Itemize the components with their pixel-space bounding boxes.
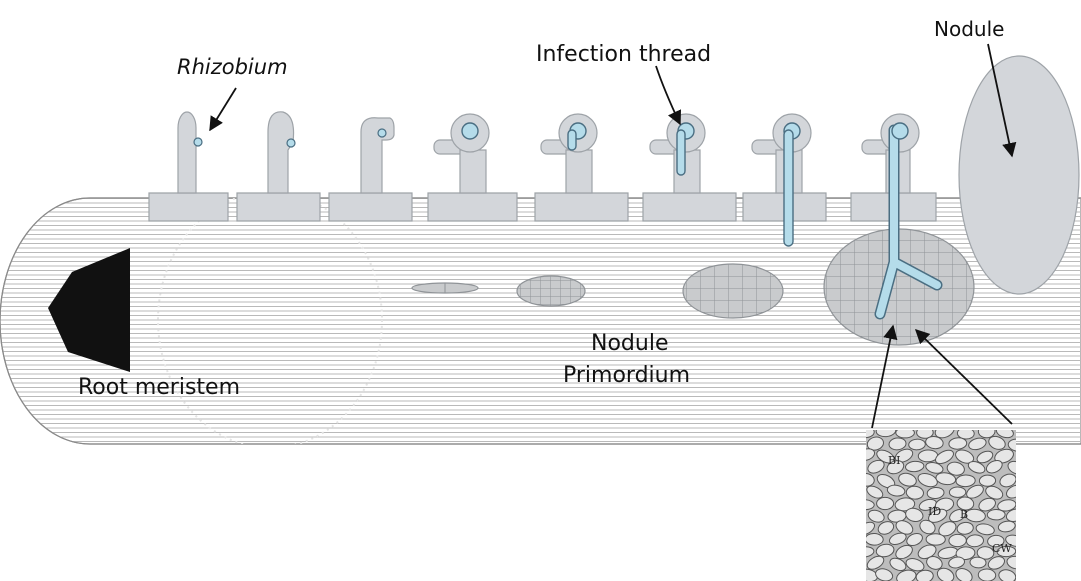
- micrograph-cell: [987, 509, 1005, 520]
- micrograph-cell: [908, 439, 925, 450]
- root-hair-4: [428, 114, 517, 221]
- label-rhizobium: Rhizobium: [177, 55, 288, 79]
- root-hair-2: [237, 112, 320, 221]
- nodule-shape: [959, 56, 1079, 294]
- arrow-infection-thread: [656, 66, 680, 124]
- micrograph-label-cw: CW: [992, 542, 1012, 555]
- micrograph-cell: [979, 475, 996, 487]
- micrograph-label-bi: BI: [888, 454, 900, 467]
- label-nodule-primordium-line1: Nodule: [591, 331, 668, 356]
- arrow-rhizobium: [210, 88, 236, 130]
- root-hair-6: [643, 114, 736, 221]
- micrograph-cell: [949, 487, 966, 498]
- root-hair-1: [149, 112, 228, 221]
- micrograph-cell: [949, 534, 967, 547]
- label-root-meristem: Root meristem: [78, 375, 240, 400]
- micrograph-cell: [865, 533, 883, 545]
- micrograph-cell: [926, 534, 945, 546]
- micrograph-inset: BI ID B CW: [854, 421, 1028, 581]
- label-infection-thread: Infection thread: [536, 42, 711, 67]
- micrograph-label-id: ID: [928, 505, 941, 518]
- label-nodule: Nodule: [934, 17, 1004, 41]
- root-hair-5: [535, 114, 628, 221]
- micrograph-label-b: B: [960, 508, 968, 521]
- micrograph-cell: [877, 497, 894, 509]
- root-hair-3: [329, 118, 412, 221]
- micrograph-cell: [918, 450, 938, 462]
- micrograph-cell: [855, 499, 875, 510]
- label-nodule-primordium-line2: Primordium: [563, 363, 690, 388]
